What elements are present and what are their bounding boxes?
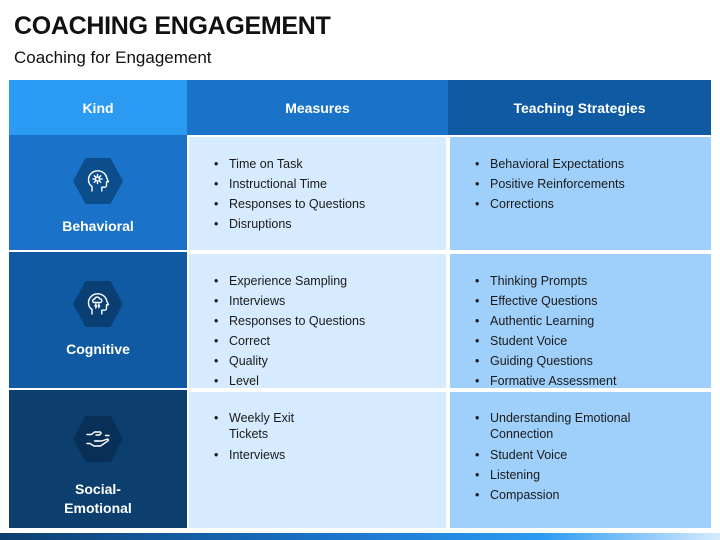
column-header-kind: Kind: [9, 80, 187, 135]
list-item: Compassion: [475, 485, 701, 505]
strategies-cell-social-emotional: Understanding Emotional Connection Stude…: [450, 392, 711, 528]
bottom-accent-bar: [0, 533, 720, 540]
list-item: Thinking Prompts: [475, 271, 701, 291]
list-item: Level: [214, 371, 436, 391]
list-item: Corrections: [475, 194, 701, 214]
list-item: Guiding Questions: [475, 351, 701, 371]
list-item: Time on Task: [214, 154, 436, 174]
list-item: Student Voice: [475, 445, 701, 465]
list-item: Effective Questions: [475, 291, 701, 311]
list-item: Student Voice: [475, 331, 701, 351]
head-gear-icon: [87, 170, 110, 192]
hexagon-badge: [73, 158, 123, 204]
list-item: Listening: [475, 465, 701, 485]
list-item: Responses to Questions: [214, 194, 436, 214]
head-storm-icon: [87, 293, 110, 315]
kind-label-line1: Social-: [75, 481, 121, 497]
list-item: Weekly Exit Tickets: [214, 410, 436, 442]
column-header-teaching-strategies: Teaching Strategies: [448, 80, 711, 135]
kind-label-line2: Emotional: [64, 500, 132, 516]
handshake-icon: [86, 431, 110, 447]
measures-cell-cognitive: Experience Sampling Interviews Responses…: [189, 254, 446, 391]
list-item: Positive Reinforcements: [475, 174, 701, 194]
list-item: Quality: [214, 351, 436, 371]
hexagon-badge: [73, 281, 123, 327]
column-header-measures: Measures: [187, 80, 448, 135]
kind-cell-behavioral: Behavioral: [9, 135, 187, 250]
strategies-cell-cognitive: Thinking Prompts Effective Questions Aut…: [450, 254, 711, 391]
list-item: Understanding Emotional Connection: [475, 410, 701, 442]
list-item: Interviews: [214, 445, 436, 465]
list-item: Authentic Learning: [475, 311, 701, 331]
list-item: Disruptions: [214, 214, 436, 234]
list-item: Responses to Questions: [214, 311, 436, 331]
list-item: Behavioral Expectations: [475, 154, 701, 174]
list-item: Experience Sampling: [214, 271, 436, 291]
hexagon-badge: [73, 416, 123, 462]
list-item: Formative Assessment: [475, 371, 701, 391]
measures-cell-behavioral: Time on Task Instructional Time Response…: [189, 137, 446, 250]
list-item: Interviews: [214, 291, 436, 311]
page-title: COACHING ENGAGEMENT: [14, 12, 331, 40]
page-subtitle: Coaching for Engagement: [14, 48, 212, 67]
engagement-table: Kind Measures Teaching Strategies Behavi…: [9, 80, 711, 528]
kind-label: Cognitive: [66, 341, 130, 357]
list-item: Instructional Time: [214, 174, 436, 194]
measures-cell-social-emotional: Weekly Exit Tickets Interviews: [189, 392, 446, 528]
kind-cell-cognitive: Cognitive: [9, 252, 187, 388]
kind-label: Social- Emotional: [64, 480, 132, 518]
kind-label: Behavioral: [62, 218, 134, 234]
kind-cell-social-emotional: Social- Emotional: [9, 390, 187, 528]
list-item: Correct: [214, 331, 436, 351]
strategies-cell-behavioral: Behavioral Expectations Positive Reinfor…: [450, 137, 711, 250]
